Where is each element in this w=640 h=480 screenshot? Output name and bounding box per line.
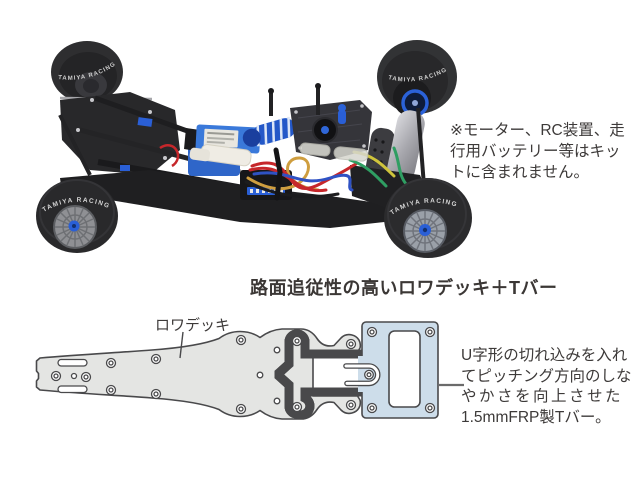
battery-pack	[195, 124, 261, 154]
wheel-front-far: TAMIYA RACING	[377, 40, 457, 117]
wheel-rear-near: TAMIYA RACING	[36, 179, 118, 253]
wheel-front-near: TAMIYA RACING	[384, 178, 472, 258]
antenna-posts	[268, 83, 321, 116]
tbar-note-line: てピッチング方向のしな	[461, 367, 632, 385]
deck-label-leader	[179, 331, 184, 359]
wheel-rear-far: TAMIYA RACING	[51, 41, 123, 103]
disclaimer-line: トに含まれません。	[450, 164, 590, 181]
pad-cutout	[388, 330, 421, 408]
photo-disclaimer: ※モーター、RC装置、走 行用バッテリー等はキッ トに含まれません。	[450, 120, 640, 183]
chassis-photo: TAMIYA RACING TAMIYA RACING	[36, 40, 472, 258]
deck-diagram	[35, 321, 464, 420]
disclaimer-line: ※モーター、RC装置、走	[450, 122, 625, 139]
diagram-title: 路面追従性の高いロワデッキ＋Tバー	[250, 278, 558, 298]
tbar-note: U字形の切れ込みを入れ てピッチング方向のしな やかさを向上させた 1.5mmF…	[461, 346, 640, 428]
disclaimer-line: 行用バッテリー等はキッ	[450, 143, 621, 160]
chassis-deck	[60, 170, 402, 228]
wiring	[244, 142, 408, 201]
tbar-note-line: やかさを向上させた	[461, 388, 624, 405]
lower-deck-label: ロワデッキ	[155, 317, 231, 334]
tbar-note-line: U字形の切れ込みを入れ	[461, 347, 628, 364]
tbar-shape	[274, 329, 390, 415]
damper-spring	[242, 116, 307, 147]
u-shaped-cut	[343, 363, 381, 387]
deck-holes	[50, 326, 436, 415]
tbar-note-line: 1.5mmFRP製Tバー。	[461, 408, 611, 426]
battery-connector	[189, 144, 252, 167]
